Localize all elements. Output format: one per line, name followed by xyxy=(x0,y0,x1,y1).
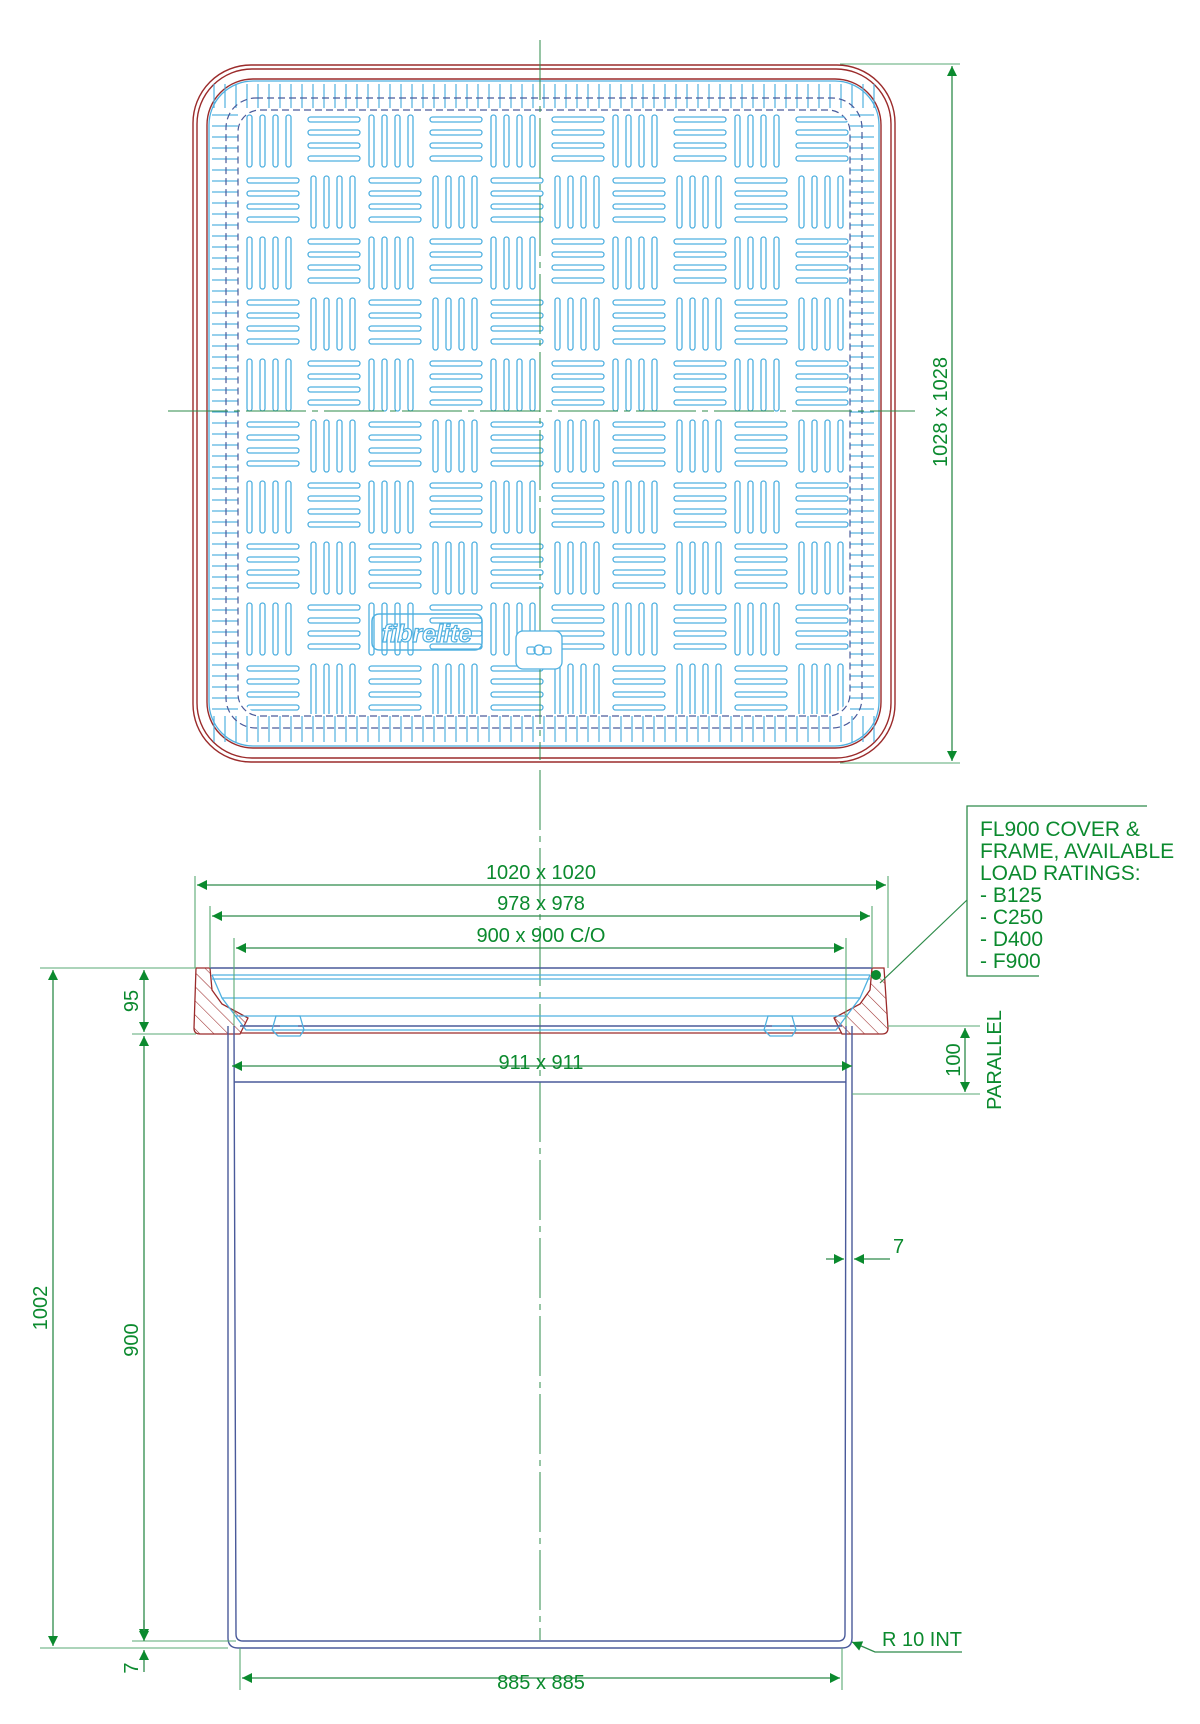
label-1002: 1002 xyxy=(30,1286,52,1331)
label-parallel: PARALLEL xyxy=(984,1010,1006,1110)
plan-view xyxy=(168,40,960,764)
chamber-outer-wall xyxy=(227,1026,853,1649)
perimeter-ribs-top xyxy=(212,84,876,108)
svg-text:FRAME, AVAILABLE: FRAME, AVAILABLE xyxy=(980,840,1174,863)
label-885: 885 x 885 xyxy=(497,1672,585,1694)
frame-section-right xyxy=(833,967,889,1035)
section-view xyxy=(40,770,1147,1690)
chamber-inner-wall xyxy=(233,1025,847,1642)
note-leader-dot xyxy=(871,970,881,980)
note-box xyxy=(966,805,1147,977)
label-7-wall: 7 xyxy=(893,1236,904,1258)
svg-text:FL900 COVER &: FL900 COVER & xyxy=(980,818,1140,841)
svg-text:- B125: - B125 xyxy=(980,884,1042,907)
svg-text:LOAD RATINGS:: LOAD RATINGS: xyxy=(980,862,1141,885)
svg-text:- C250: - C250 xyxy=(980,906,1043,929)
frame-outer-outline xyxy=(192,64,896,763)
label-r10: R 10 INT xyxy=(882,1629,962,1651)
frame-section-left xyxy=(193,967,249,1035)
load-rating-note: FL900 COVER & FRAME, AVAILABLE LOAD RATI… xyxy=(980,818,1174,973)
cover-lug-left xyxy=(271,1015,305,1037)
logo-text: fibrelite xyxy=(381,619,473,648)
label-978: 978 x 978 xyxy=(497,893,585,915)
label-1028: 1028 x 1028 xyxy=(930,357,952,467)
svg-text:- D400: - D400 xyxy=(980,928,1043,951)
label-900-co: 900 x 900 C/O xyxy=(477,925,606,947)
lifting-key-plate xyxy=(515,630,563,670)
cover-outline xyxy=(208,80,880,747)
fibrelite-logo: fibrelite xyxy=(382,620,472,648)
label-100: 100 xyxy=(943,1043,965,1076)
label-7-base: 7 xyxy=(121,1662,143,1673)
cover-lug-right xyxy=(763,1015,797,1037)
label-900-height: 900 xyxy=(121,1323,143,1356)
seal-outline xyxy=(225,97,863,729)
key-icon xyxy=(526,644,552,656)
label-1020: 1020 x 1020 xyxy=(486,862,596,884)
label-911: 911 x 911 xyxy=(499,1052,584,1074)
label-95: 95 xyxy=(121,990,143,1012)
radius-leader xyxy=(851,1641,962,1653)
svg-text:- F900: - F900 xyxy=(980,950,1041,973)
